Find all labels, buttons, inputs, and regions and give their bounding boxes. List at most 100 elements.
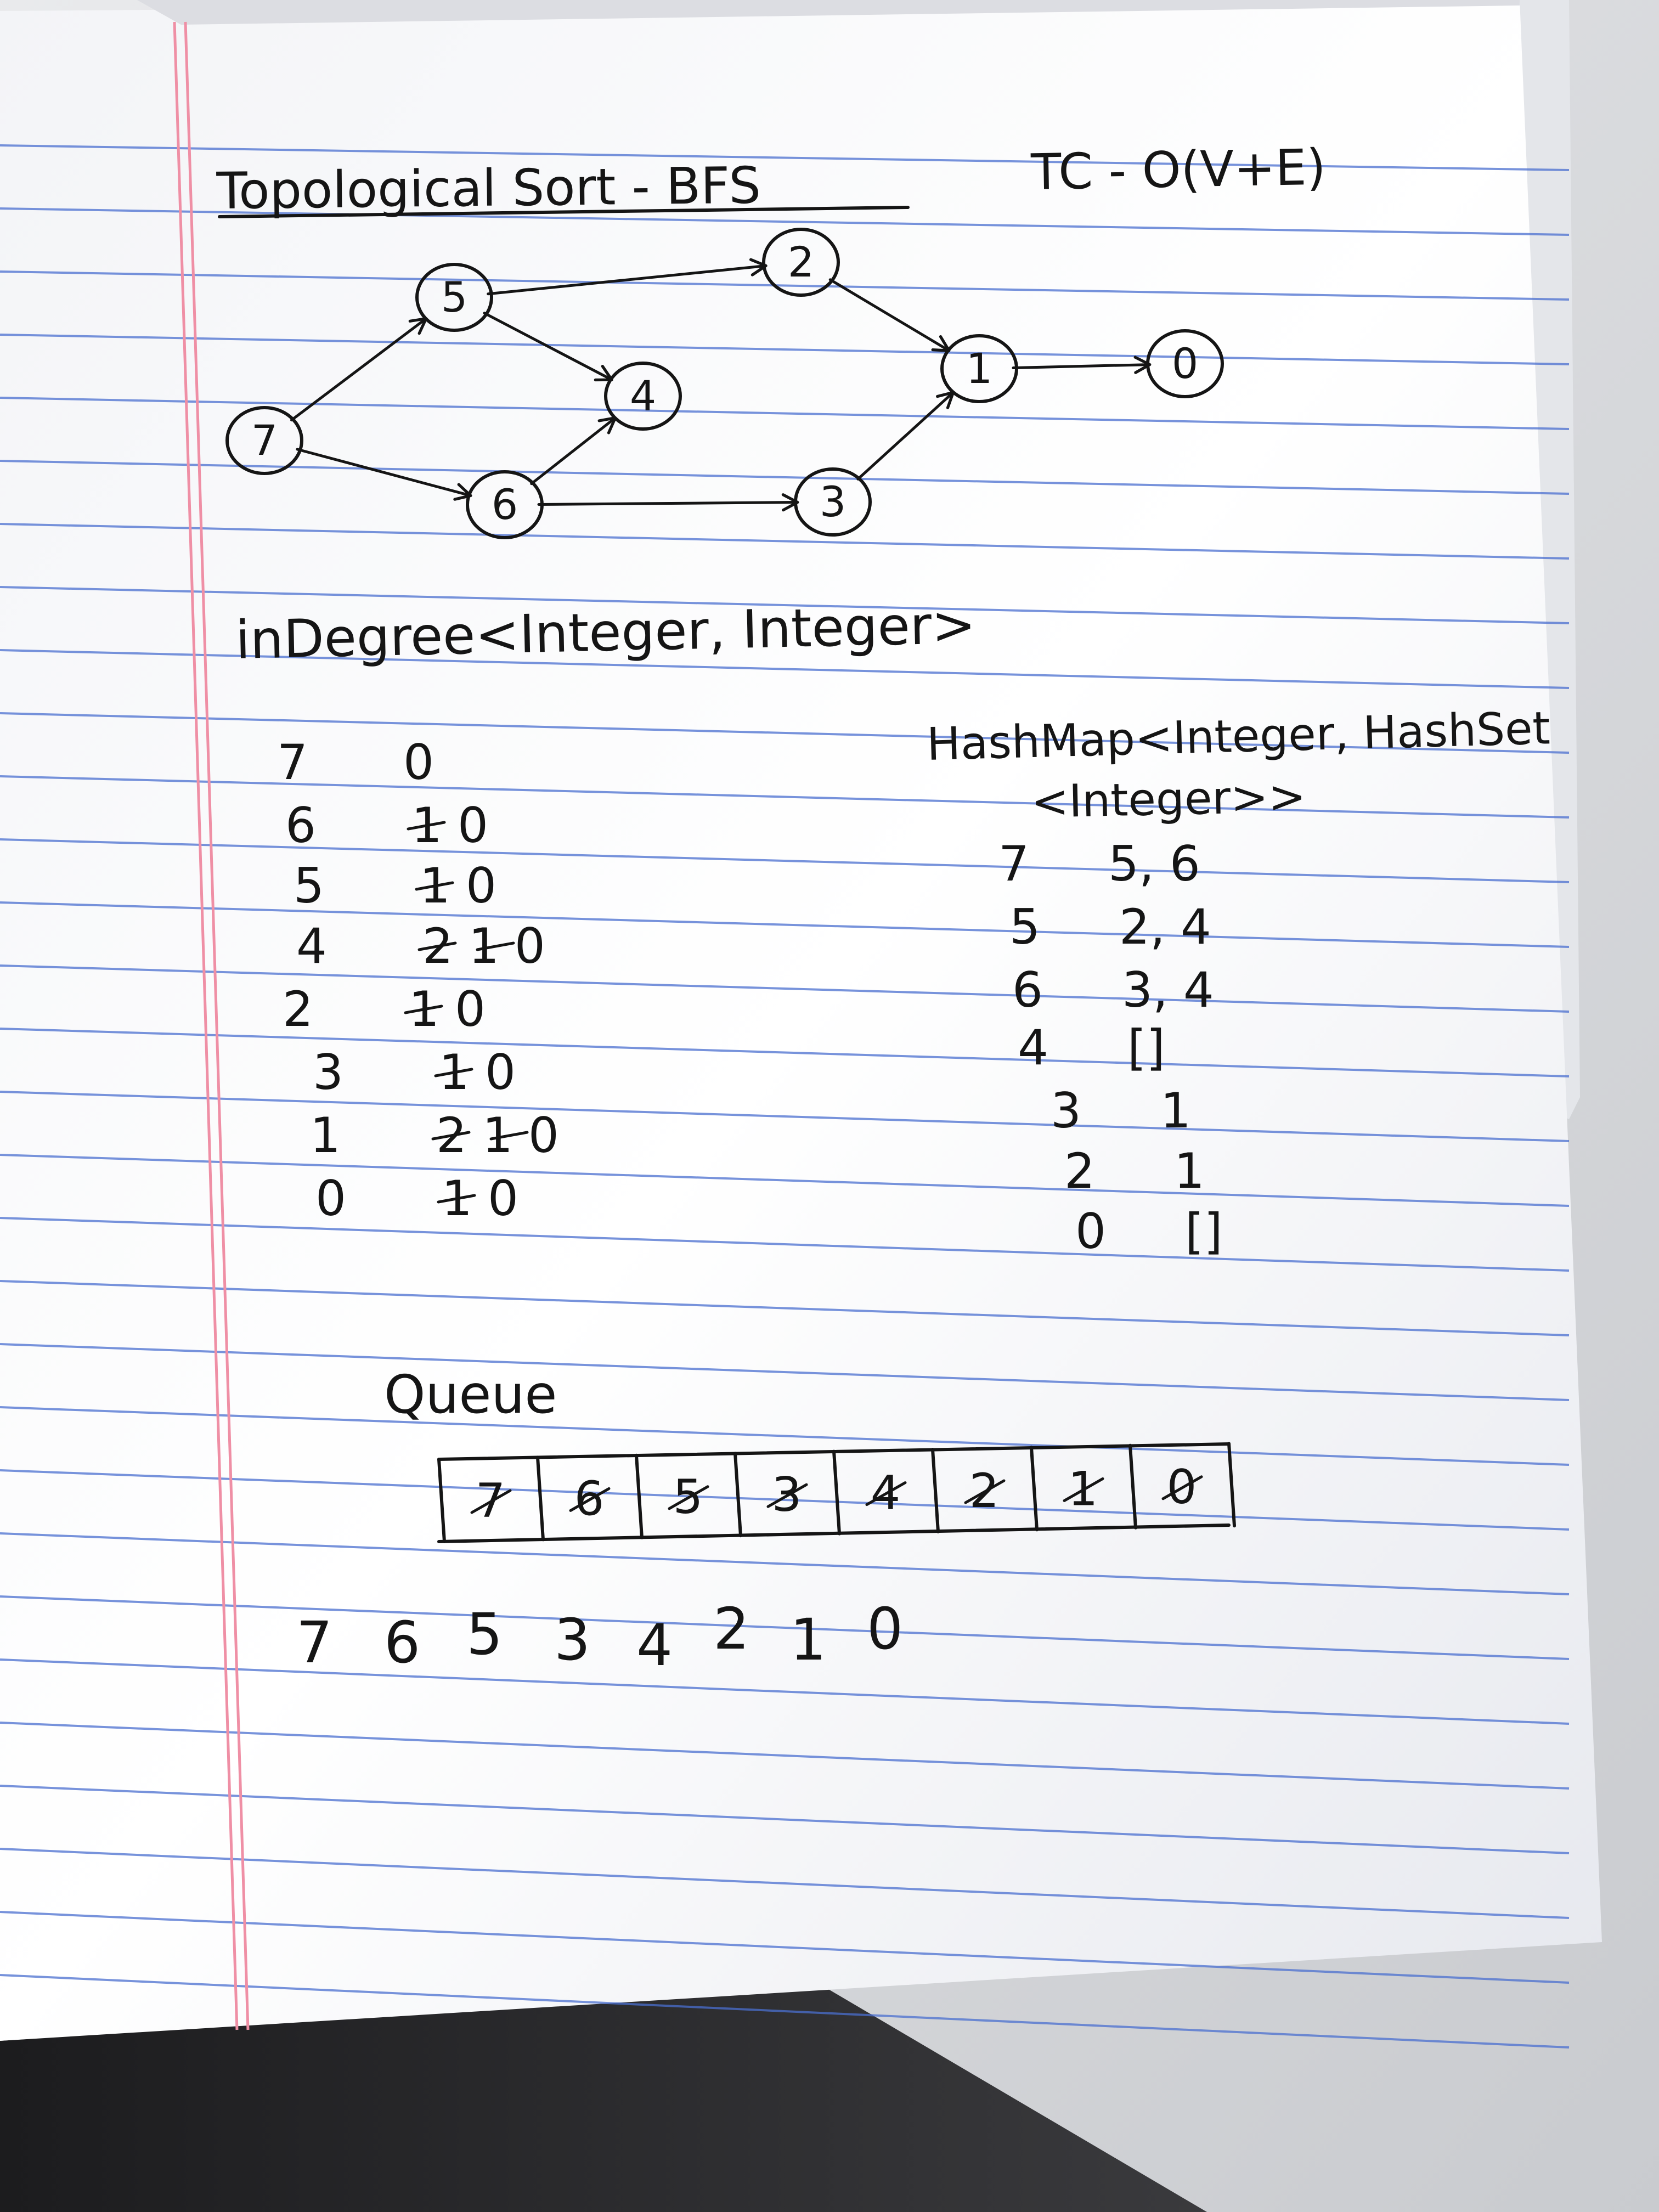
queue-cell: 2: [964, 1464, 1006, 1519]
indegree-value: 0: [403, 734, 434, 791]
dark-floor: [0, 1986, 1207, 2212]
hashmap-row: 0 []: [1075, 1203, 1223, 1260]
graph-node-2: 2: [762, 228, 840, 297]
strike-mark: [489, 1131, 529, 1141]
indegree-node: 4: [296, 918, 327, 974]
ruled-line: [0, 901, 1570, 948]
indegree-node: 3: [313, 1044, 343, 1101]
graph-node-1: 1: [940, 334, 1018, 403]
node-label: 0: [1172, 339, 1198, 388]
indegree-node: 1: [310, 1107, 341, 1164]
hashmap-row: 6 3, 4: [1012, 962, 1214, 1018]
node-circle: [415, 263, 493, 332]
node-label: 3: [820, 477, 846, 526]
complexity-text: TC - O(V+E): [1030, 139, 1327, 201]
strike-mark: [417, 941, 457, 951]
queue-divider: [832, 1449, 841, 1536]
strike-mark: [476, 941, 515, 951]
node-circle: [225, 406, 303, 475]
queue-cell: 0: [1161, 1460, 1203, 1515]
ruled-line: [0, 1217, 1570, 1272]
ruled-line: [0, 1469, 1570, 1531]
ruled-line: [0, 523, 1570, 560]
hashmap-value: 1: [1160, 1082, 1191, 1139]
node-circle: [794, 467, 872, 537]
ruled-line: [0, 207, 1570, 236]
ruled-line: [0, 586, 1570, 624]
hashmap-key: 2: [1064, 1143, 1095, 1199]
node-label: 1: [966, 344, 992, 393]
queue-cell: 5: [668, 1470, 709, 1525]
dependency-graph: 7 5 6 4 2 3 1 0: [225, 228, 1224, 539]
graph-edge-7-6: [296, 448, 472, 501]
order-item: 4: [636, 1612, 673, 1679]
order-item: 0: [867, 1595, 903, 1662]
graph-node-6: 6: [466, 470, 544, 539]
graph-edge-5-2: [487, 258, 768, 296]
graph-node-5: 5: [415, 263, 493, 332]
indegree-node: 7: [277, 734, 308, 791]
order-item: 7: [296, 1609, 332, 1676]
dequeue-strike: [668, 1485, 709, 1510]
graph-edge-7-5: [290, 317, 428, 422]
ruled-line: [0, 270, 1570, 301]
ruled-line: [0, 397, 1570, 430]
node-circle: [762, 228, 840, 297]
notebook-paper: [0, 0, 1602, 2041]
ruled-line: [0, 1848, 1570, 1919]
ruled-line: [0, 1154, 1570, 1207]
queue-divider: [733, 1452, 742, 1538]
ruled-line: [0, 1280, 1570, 1336]
queue-cell: 6: [569, 1471, 611, 1526]
graph-edge-6-4: [530, 416, 617, 486]
queue-divider: [437, 1458, 446, 1543]
ruled-line: [0, 144, 1570, 171]
paper-top-edge: [137, 0, 1520, 25]
order-item: 2: [713, 1595, 749, 1662]
graph-edge-6-3: [537, 493, 799, 512]
ruled-line: [0, 1658, 1570, 1725]
indegree-node: 6: [285, 797, 316, 854]
order-item: 5: [466, 1601, 503, 1668]
order-item: 1: [790, 1606, 826, 1673]
ruled-line: [0, 1091, 1570, 1142]
dequeue-strike: [569, 1487, 611, 1512]
graph-node-3: 3: [794, 467, 872, 537]
hashmap-value: 2, 4: [1119, 899, 1211, 955]
hashmap-key: 7: [998, 836, 1029, 892]
graph-node-0: 0: [1146, 329, 1224, 398]
strike-mark: [415, 881, 454, 891]
node-circle: [466, 470, 544, 539]
ruled-line: [0, 964, 1570, 1013]
dequeue-strike: [470, 1489, 512, 1514]
queue-divider: [536, 1455, 545, 1542]
dequeue-strike: [1063, 1477, 1104, 1502]
hashmap-value: 1: [1174, 1143, 1205, 1199]
ruled-line: [0, 334, 1570, 365]
node-circle: [1146, 329, 1224, 398]
node-label: 4: [630, 371, 656, 420]
hashmap-value: []: [1185, 1203, 1223, 1260]
order-item: 3: [554, 1606, 590, 1673]
indegree-node: 0: [315, 1170, 346, 1227]
hashmap-key: 6: [1012, 962, 1043, 1018]
hashmap-value: 3, 4: [1122, 962, 1214, 1018]
hashmap-key: 0: [1075, 1203, 1106, 1260]
hashmap-key: 4: [1018, 1019, 1048, 1076]
ruled-line: [0, 1785, 1570, 1854]
graph-node-7: 7: [225, 406, 303, 475]
ruled-line: [0, 1595, 1570, 1660]
hashmap-value: 5, 6: [1108, 836, 1200, 892]
queue-cell: 7: [470, 1474, 512, 1528]
